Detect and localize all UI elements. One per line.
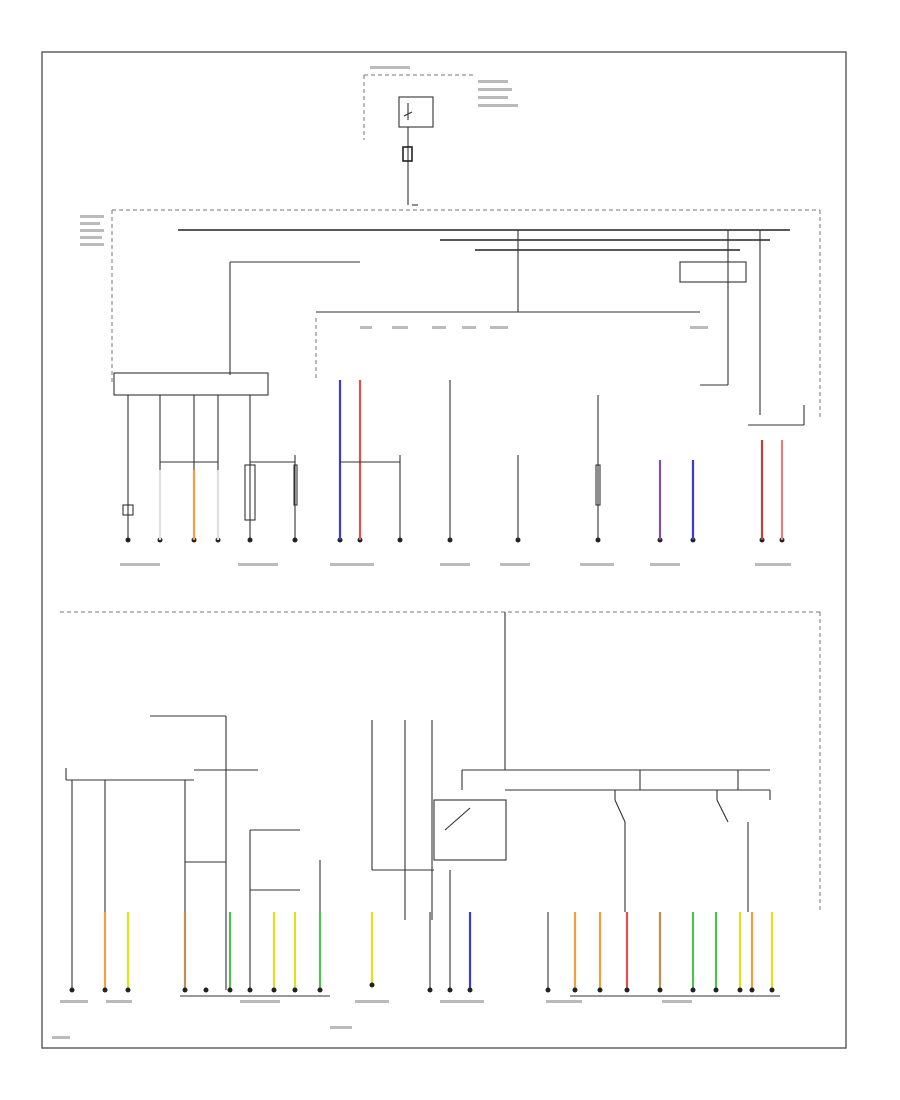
relay-box-top xyxy=(679,261,747,283)
main-bus xyxy=(111,209,821,420)
lower-ground-bars xyxy=(69,982,780,997)
lower-right-switches xyxy=(614,612,821,912)
upper-connector-pins xyxy=(125,537,785,543)
diagram-border xyxy=(41,51,847,1049)
lower-colored-wires xyxy=(103,870,774,990)
power-source-block xyxy=(363,74,474,206)
lower-left-relay xyxy=(65,715,321,990)
upper-colored-wires xyxy=(158,380,805,540)
lower-feed xyxy=(371,612,770,920)
illegible-label-marks xyxy=(52,66,791,1039)
left-relay-block xyxy=(113,261,360,540)
